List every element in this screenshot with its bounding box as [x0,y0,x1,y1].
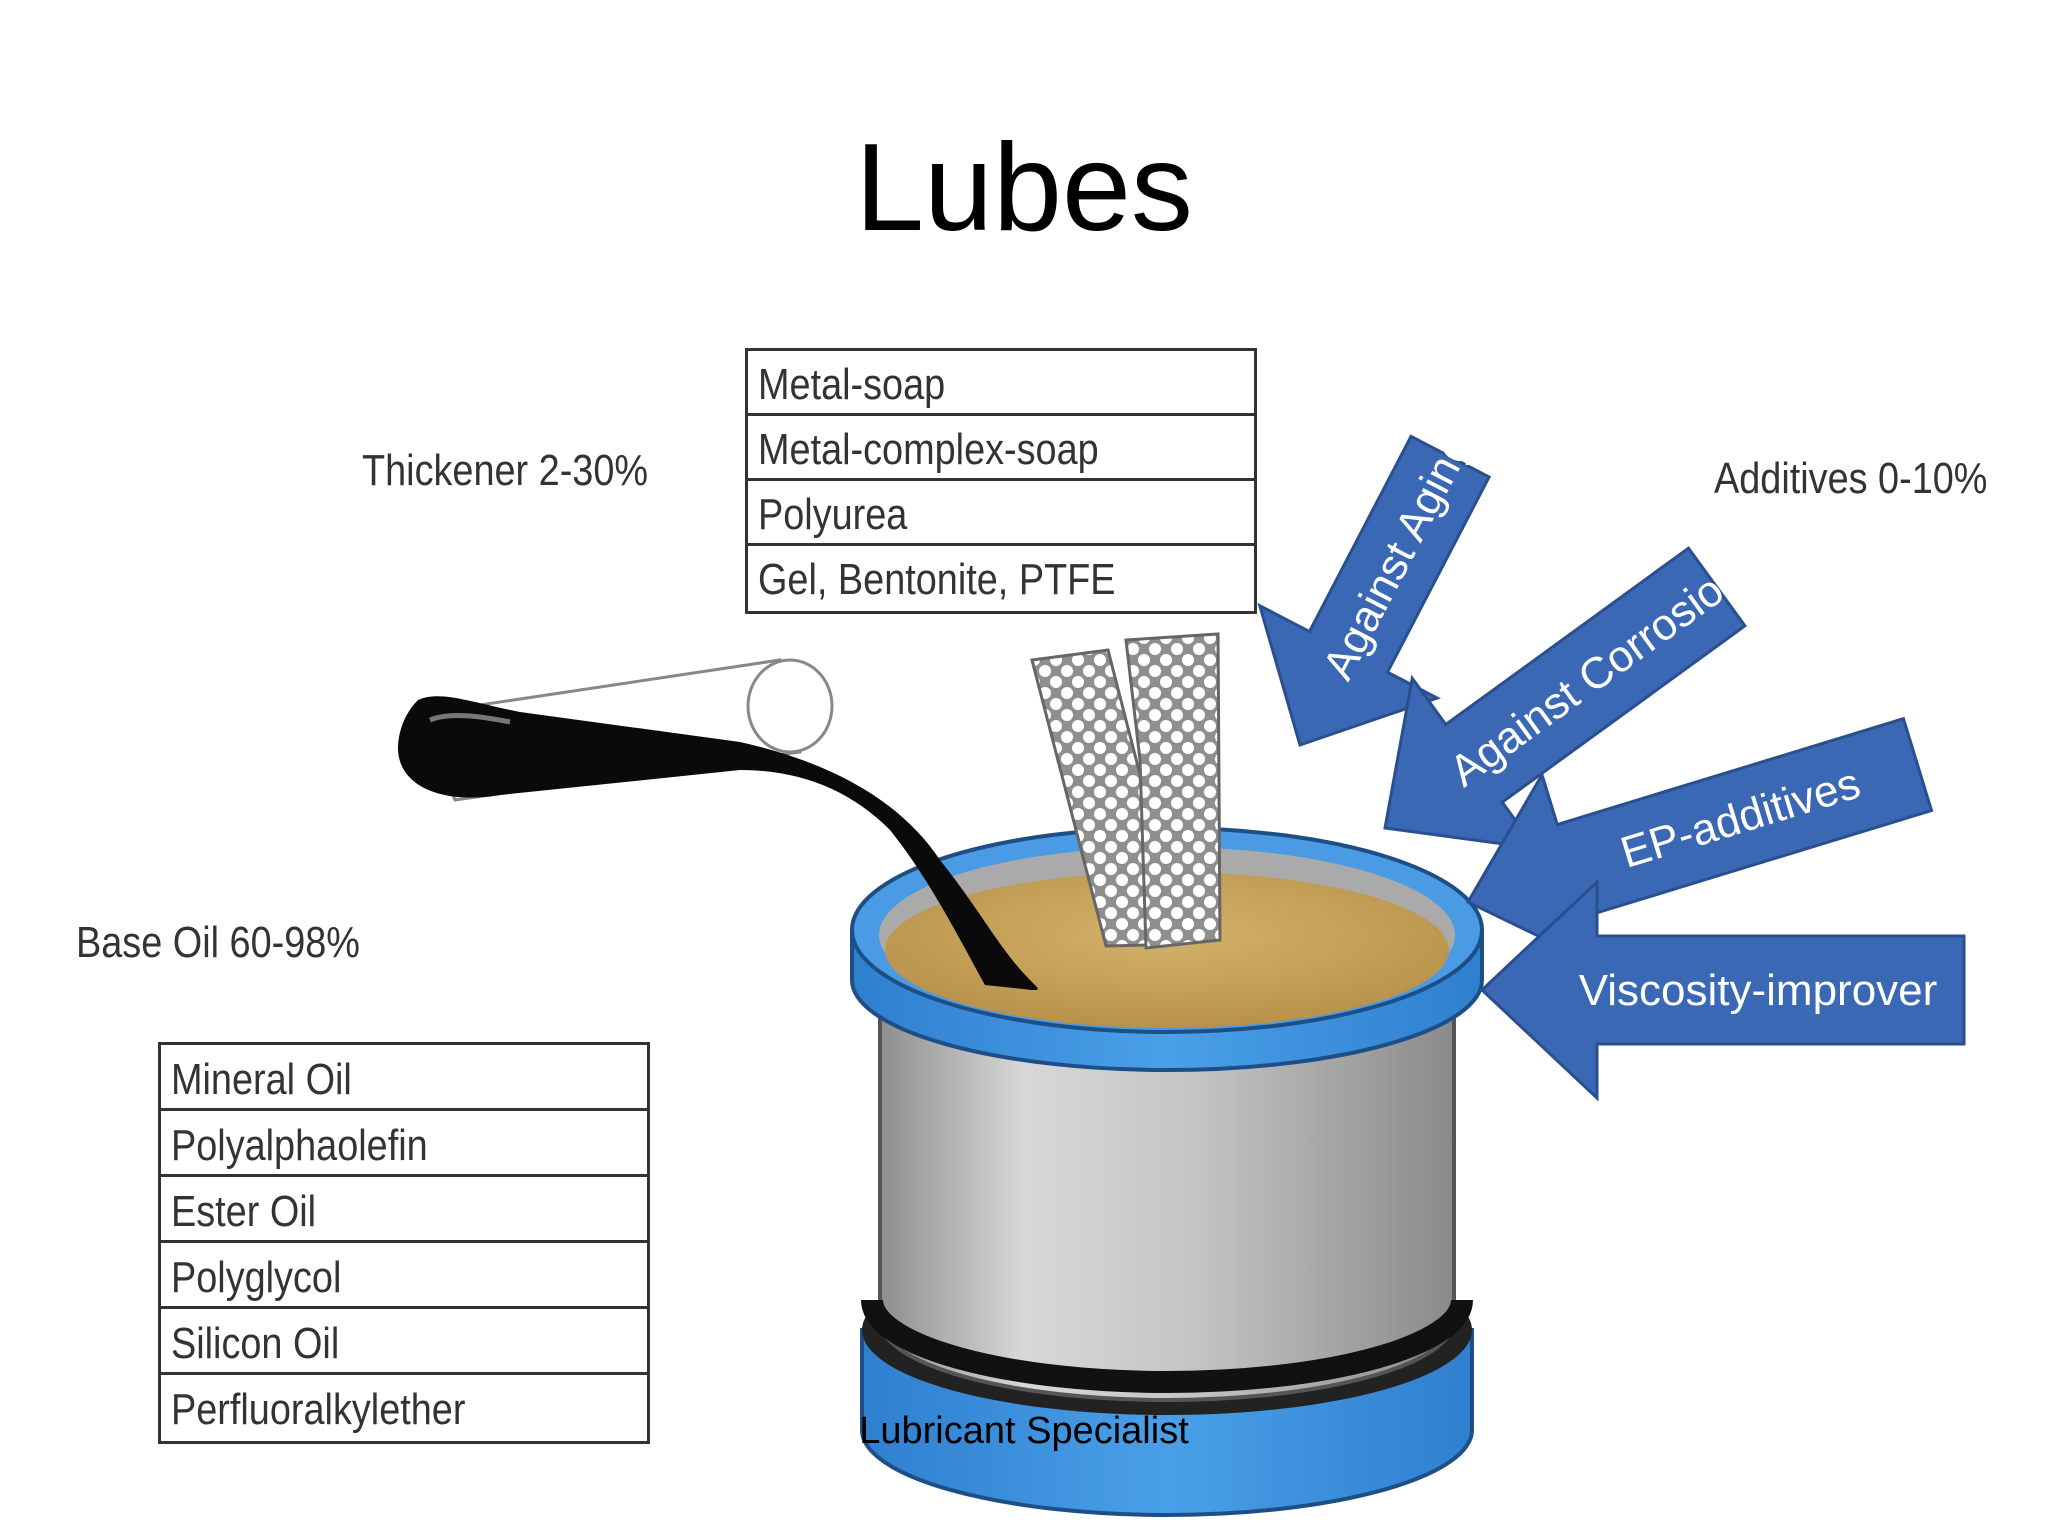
base-oil-label: Base Oil 60-98% [76,918,360,967]
base-oil-item: Silicon Oil [161,1309,647,1375]
arrow-label-viscosity: Viscosity-improver [1579,966,1938,1015]
base-oil-item: Mineral Oil [161,1045,647,1111]
base-oil-table: Mineral Oil Polyalphaolefin Ester Oil Po… [158,1042,650,1444]
footer-text: Lubricant Specialist [859,1410,1189,1452]
thickener-item: Gel, Bentonite, PTFE [758,555,1116,604]
can-dark-ring [861,1299,1473,1393]
arrow-label-corrosion: Against Corrosion [1441,551,1753,796]
base-oil-item: Perfluoralkylether [171,1385,466,1434]
base-oil-item: Ester Oil [161,1177,647,1243]
thickener-strips [1030,632,1222,950]
thickener-item: Metal-complex-soap [748,416,1254,481]
thickener-item: Polyurea [748,481,1254,546]
oil-tube [397,658,1038,990]
thickener-table: Metal-soap Metal-complex-soap Polyurea G… [745,348,1257,614]
can-body [878,988,1456,1402]
thickener-item: Metal-soap [748,351,1254,416]
thickener-label: Thickener 2-30% [362,446,649,495]
page-title: Lubes [855,119,1193,257]
base-oil-item: Polyglycol [161,1243,647,1309]
base-oil-item: Polyalphaolefin [161,1111,647,1177]
arrow-viscosity-improver: Viscosity-improver [1479,878,1966,1102]
additives-label: Additives 0-10% [1714,454,1988,503]
